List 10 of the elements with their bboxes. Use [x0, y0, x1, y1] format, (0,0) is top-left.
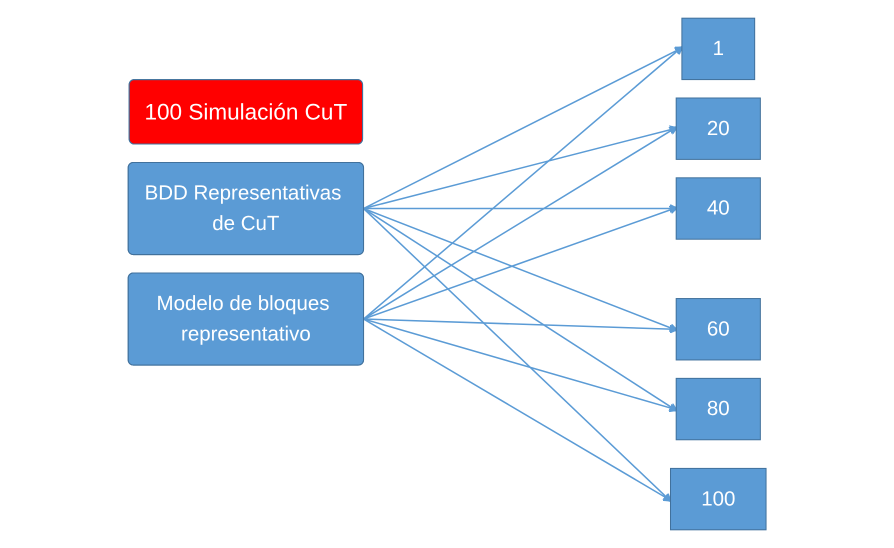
node-box: 80: [676, 378, 761, 440]
arrow: [362, 46, 684, 320]
node-box: 40: [676, 177, 761, 240]
arrow: [362, 208, 672, 502]
node-box: 1: [681, 18, 756, 80]
arrow: [362, 208, 678, 412]
node-box: 20: [676, 98, 761, 160]
node-box: 100: [670, 468, 766, 530]
arrow: [363, 126, 678, 320]
node-box: 60: [676, 298, 761, 360]
